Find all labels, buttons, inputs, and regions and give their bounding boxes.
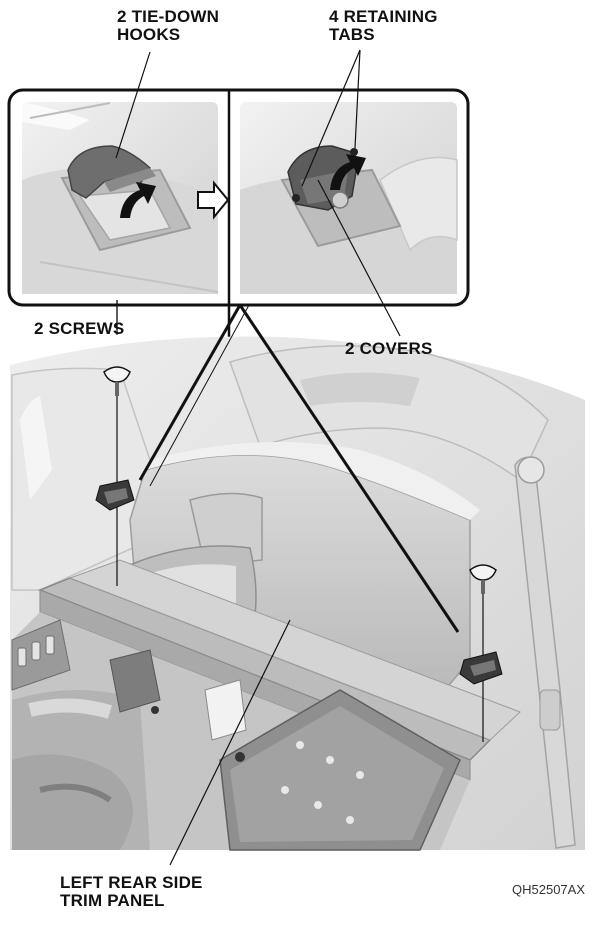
- label-trim-panel-line1: LEFT REAR SIDE: [60, 873, 203, 892]
- right-screw-icon: [469, 564, 497, 581]
- label-tie-down-hooks-line2: HOOKS: [117, 25, 181, 44]
- left-screw-icon: [103, 366, 131, 383]
- inset-left-picture: [22, 102, 219, 294]
- left-screw-assembly: [95, 300, 135, 586]
- transition-arrow-icon: [197, 180, 230, 220]
- floor-box-holes: [281, 741, 364, 824]
- label-retaining-tabs-line2: TABS: [329, 25, 375, 44]
- leader-lines: [115, 49, 401, 866]
- leader-retaining-tab-1: [301, 49, 361, 187]
- label-screws: 2 SCREWS: [34, 319, 125, 338]
- leader-trim-panel: [169, 619, 291, 866]
- inset-detail: [7, 88, 470, 358]
- figure-code: QH52507AX: [512, 882, 585, 897]
- label-tie-down-hooks-line1: 2 TIE-DOWN: [117, 7, 220, 26]
- label-covers: 2 COVERS: [345, 339, 433, 358]
- inset-callout-lines: [138, 304, 460, 633]
- cargo-area-illustration: [10, 336, 585, 851]
- label-retaining-tabs-line1: 4 RETAINING: [329, 7, 438, 26]
- right-screw-assembly: [459, 564, 503, 742]
- leader-tie-down-hooks: [115, 51, 151, 159]
- inset-right-picture: [240, 102, 458, 294]
- leader-covers: [317, 179, 401, 337]
- label-tie-down-hooks: 2 TIE-DOWN HOOKS: [117, 8, 219, 44]
- label-retaining-tabs: 4 RETAINING TABS: [329, 8, 438, 44]
- label-trim-panel-line2: TRIM PANEL: [60, 891, 165, 910]
- leader-retaining-tab-2: [354, 49, 361, 149]
- label-trim-panel: LEFT REAR SIDE TRIM PANEL: [60, 874, 203, 910]
